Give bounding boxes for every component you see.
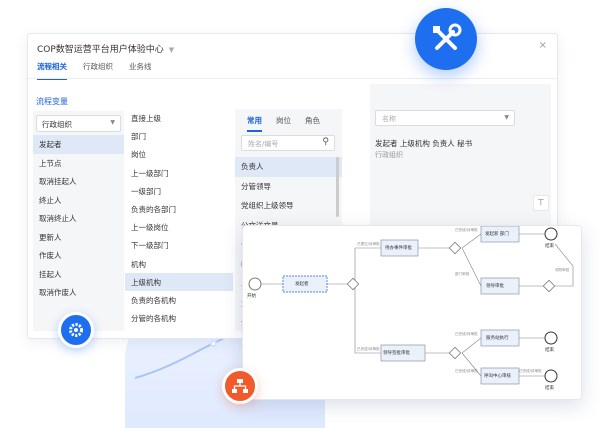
node-label: 发起者 <box>295 282 309 287</box>
chevron-down-icon: ▼ <box>110 119 115 126</box>
node-label: 领导签批审批 <box>383 351 410 356</box>
list-item[interactable]: 分管领导 <box>241 181 271 191</box>
list-item[interactable]: 直接上级 <box>131 114 161 123</box>
flow-node-task[interactable] <box>480 367 520 385</box>
tab-role[interactable]: 角色 <box>305 116 320 125</box>
edge-label: 已完成/待审批 <box>519 369 542 373</box>
list-item[interactable]: 上一级岗位 <box>131 223 169 233</box>
variable-list: 发起者 上节点 取消挂起人 终止人 取消终止人 更新人 作废人 挂起人 取消作废… <box>33 135 124 302</box>
variable-column: 行政组织 ▼ 发起者 上节点 取消挂起人 终止人 取消终止人 更新人 作废人 挂… <box>33 111 124 331</box>
list-item[interactable]: 终止人 <box>39 195 62 205</box>
list-item[interactable]: 负责人 <box>235 157 342 177</box>
tools-icon <box>415 8 477 70</box>
selected-value[interactable]: 发起者 上级机构 负责人 秘书 <box>375 139 473 148</box>
list-item[interactable]: 部门 <box>131 132 146 142</box>
tab-business-line[interactable]: 业务线 <box>129 62 152 71</box>
flow-node-task[interactable] <box>480 277 520 295</box>
list-item[interactable]: 岗位 <box>131 150 146 160</box>
top-tabs: 流程相关 行政组织 业务线 <box>37 61 152 80</box>
edge-label: 已完成/待审批 <box>455 228 478 232</box>
list-item[interactable]: 一级部门 <box>131 186 161 196</box>
picker-tabs: 常用 岗位 角色 <box>247 115 320 132</box>
gateway-node[interactable] <box>448 346 462 360</box>
list-item[interactable]: 取消挂起人 <box>39 177 77 186</box>
gear-icon <box>58 312 94 348</box>
tab-admin-org[interactable]: 行政组织 <box>83 62 113 71</box>
flow-node-initiator[interactable] <box>282 275 328 293</box>
end-node[interactable] <box>544 227 558 241</box>
window-title[interactable]: COP数智运营平台用户体验中心 ▼ <box>37 42 174 55</box>
end-node[interactable] <box>544 369 558 383</box>
picker-search-placeholder: 姓名/编号 <box>248 140 279 148</box>
section-title: 流程变量 <box>36 97 68 106</box>
list-item[interactable]: 发起者 <box>33 135 124 154</box>
end-node[interactable] <box>544 331 558 345</box>
org-select[interactable]: 行政组织 ▼ <box>36 115 121 132</box>
edge-label: 已提交/待审批 <box>357 242 380 246</box>
selected-sub-value: 行政组织 <box>375 151 403 159</box>
start-label: 开始 <box>247 294 256 299</box>
end-label: 结束 <box>545 386 554 391</box>
gateway-node[interactable] <box>346 277 360 291</box>
node-label: 服务站执行 <box>486 336 509 341</box>
node-label: 呼叫中心审核 <box>484 374 511 379</box>
gateway-node[interactable] <box>542 279 556 293</box>
edge-label: 部门审批 <box>455 272 470 276</box>
selected-search-input[interactable]: 名称 ▼ <box>375 110 515 126</box>
relation-column: 直接上级 部门 岗位 上一级部门 一级部门 负责的各部门 上一级岗位 下一级部门… <box>125 109 233 331</box>
flow-node-task[interactable] <box>480 329 520 347</box>
flow-diagram-card: 开始 发起者 待办事件审批 发起新 部门 领导审批 领导签批审批 服务站执行 呼… <box>242 225 582 400</box>
list-item[interactable]: 负责的各部门 <box>131 204 176 214</box>
node-label: 待办事件审批 <box>385 246 412 251</box>
list-item[interactable]: 上一级部门 <box>131 168 169 178</box>
list-item[interactable]: 作废人 <box>39 251 62 260</box>
list-item[interactable]: 更新人 <box>39 232 62 242</box>
edge-label: 已完成/待审批 <box>455 332 478 336</box>
edge-label: 已完成/待审批 <box>455 369 478 373</box>
node-label: 发起新 部门 <box>485 232 509 237</box>
list-item[interactable]: 取消终止人 <box>39 214 77 223</box>
list-item[interactable]: 机构 <box>131 259 146 269</box>
list-item[interactable]: 挂起人 <box>39 269 62 279</box>
tab-post[interactable]: 岗位 <box>276 116 291 125</box>
org-select-value: 行政组织 <box>42 120 72 129</box>
search-icon[interactable]: ⚲ <box>322 137 329 147</box>
divider <box>28 78 557 79</box>
close-icon[interactable]: × <box>538 40 547 51</box>
end-label: 结束 <box>545 244 554 249</box>
move-top-button[interactable]: ⊤ <box>533 195 549 211</box>
list-item[interactable]: 分管的各机构 <box>131 314 176 324</box>
window-title-text: COP数智运营平台用户体验中心 <box>37 45 164 55</box>
flow-node-task[interactable] <box>380 344 426 362</box>
picker-search-input[interactable]: 姓名/编号 ⚲ <box>241 135 335 151</box>
start-node[interactable] <box>248 277 262 291</box>
list-item[interactable]: 负责的各机构 <box>131 295 176 305</box>
flow-diagram <box>248 226 574 385</box>
gateway-node[interactable] <box>448 241 462 255</box>
list-item[interactable]: 上节点 <box>39 158 62 168</box>
edge-label: 已完成/待审批 <box>357 347 380 351</box>
tab-common[interactable]: 常用 <box>247 115 262 132</box>
list-item[interactable]: 取消作废人 <box>39 288 77 297</box>
end-label: 结束 <box>545 348 554 353</box>
tab-process[interactable]: 流程相关 <box>37 61 67 80</box>
chevron-down-icon: ▼ <box>504 114 509 121</box>
list-item[interactable]: 上级机构 <box>125 272 233 291</box>
selected-search-placeholder: 名称 <box>382 115 396 123</box>
list-item[interactable]: 下一级部门 <box>131 241 169 251</box>
chevron-down-icon[interactable]: ▼ <box>168 46 175 54</box>
list-item[interactable]: 党组织上级领导 <box>241 201 294 210</box>
main-window: COP数智运营平台用户体验中心 ▼ × 流程相关 行政组织 业务线 流程变量 行政… <box>27 33 558 339</box>
flow-node-task[interactable] <box>480 226 520 243</box>
org-chart-icon <box>222 368 258 404</box>
node-label: 领导审批 <box>486 284 504 289</box>
flow-node-task[interactable] <box>380 239 419 257</box>
edge-label: 领导审批 <box>555 268 570 272</box>
decor-dot <box>210 340 217 347</box>
scrollbar[interactable] <box>336 157 339 217</box>
